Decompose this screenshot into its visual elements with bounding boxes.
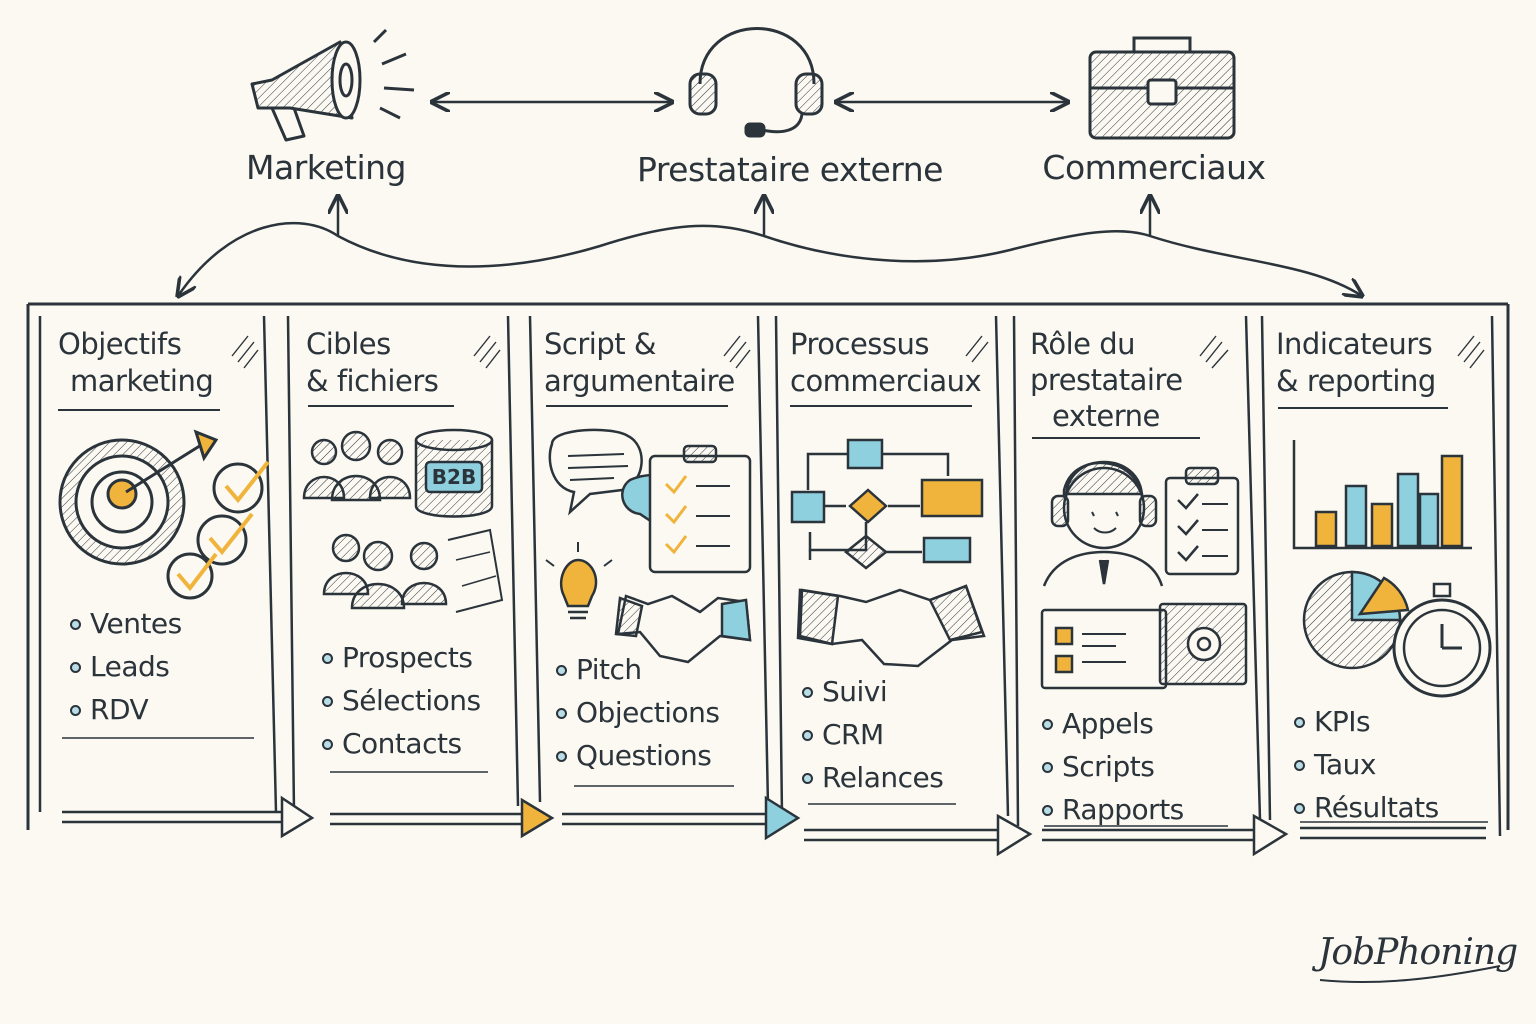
list-item: RDV [70, 688, 182, 731]
item-list: Prospects Sélections Contacts [322, 636, 481, 765]
list-item: Suivi [802, 670, 943, 713]
list-item: Scripts [1042, 745, 1184, 788]
list-item: Rapports [1042, 788, 1184, 831]
column-objectifs: Objectifs marketing Ventes Leads RDV [36, 318, 264, 818]
brand-underline [1319, 965, 1501, 984]
list-item: Objections [556, 691, 720, 734]
column-title: Indicateurs & reporting [1276, 326, 1476, 400]
title-line: commerciaux [790, 364, 982, 398]
item-list: Suivi CRM Relances [802, 670, 944, 799]
speech-clipboard-icon [545, 428, 752, 664]
column-title: Objectifs marketing [58, 326, 258, 400]
title-line: externe [1052, 399, 1160, 433]
title-line: Script & [544, 327, 656, 361]
column-title: Processus commerciaux [790, 326, 990, 400]
list-item: Questions [556, 734, 719, 777]
title-line: Objectifs [58, 327, 182, 361]
item-list: KPIs Taux Résultats [1294, 700, 1439, 829]
list-item: Prospects [322, 636, 481, 679]
corner-hatch-marks [231, 335, 1485, 369]
title-line: marketing [70, 364, 214, 398]
list-dividers [62, 737, 1488, 827]
list-item: Relances [802, 756, 944, 799]
list-item: Contacts [322, 722, 481, 765]
list-item: Appels [1042, 702, 1184, 745]
title-line: argumentaire [544, 364, 735, 398]
audience-database-icon [302, 428, 504, 613]
flowchart-handshake-icon [790, 438, 986, 668]
actor-label-marketing: Marketing [246, 148, 406, 187]
column-role-prestataire: Rôle du prestataire externe Appels Scrip… [1008, 318, 1236, 826]
list-item: Ventes [70, 602, 182, 645]
list-item: Taux [1294, 743, 1439, 786]
column-processus: Processus commerciaux Suivi CRM Relances [768, 318, 996, 818]
charts-stopwatch-icon [1292, 440, 1492, 698]
list-item: Sélections [322, 679, 481, 722]
column-title: Rôle du prestataire externe [1030, 326, 1230, 434]
b2b-badge: B2B [431, 465, 477, 489]
list-item: Leads [70, 645, 182, 688]
list-item: Pitch [556, 648, 719, 691]
actor-label-commerciaux: Commerciaux [1042, 148, 1266, 187]
list-item: CRM [802, 713, 943, 756]
title-line: Processus [790, 327, 930, 361]
title-underlines [58, 405, 1448, 439]
column-title: Cibles & fichiers [306, 326, 506, 400]
columns-frame [26, 302, 1510, 830]
megaphone-icon [250, 28, 415, 142]
item-list: Ventes Leads RDV [70, 602, 182, 731]
title-line: Rôle du [1030, 327, 1136, 361]
briefcase-icon [1088, 36, 1236, 140]
list-item: Résultats [1294, 786, 1439, 829]
agent-checklist-icon [1040, 460, 1248, 690]
target-icon [58, 429, 270, 600]
wavy-connector [178, 196, 1362, 296]
column-title: Script & argumentaire [544, 326, 744, 400]
title-line: prestataire [1030, 363, 1183, 397]
title-line: Cibles [306, 327, 391, 361]
headset-icon [688, 27, 824, 138]
item-list: Pitch Objections Questions [556, 648, 720, 777]
title-line: & fichiers [306, 364, 439, 398]
brand-logo: JobPhoning [1318, 932, 1518, 973]
title-line: & reporting [1276, 364, 1436, 398]
column-cibles: Cibles & fichiers Prospects Sélections C… [284, 318, 512, 818]
column-script: Script & argumentaire Pitch Objections Q… [522, 318, 750, 818]
progress-arrows [62, 795, 1486, 857]
item-list: Appels Scripts Rapports [1042, 702, 1184, 831]
column-indicateurs: Indicateurs & reporting KPIs Taux Résult… [1254, 318, 1482, 824]
actor-label-prestataire: Prestataire externe [637, 150, 943, 189]
column-panels [38, 315, 1502, 837]
list-item: KPIs [1294, 700, 1439, 743]
title-line: Indicateurs [1276, 327, 1433, 361]
